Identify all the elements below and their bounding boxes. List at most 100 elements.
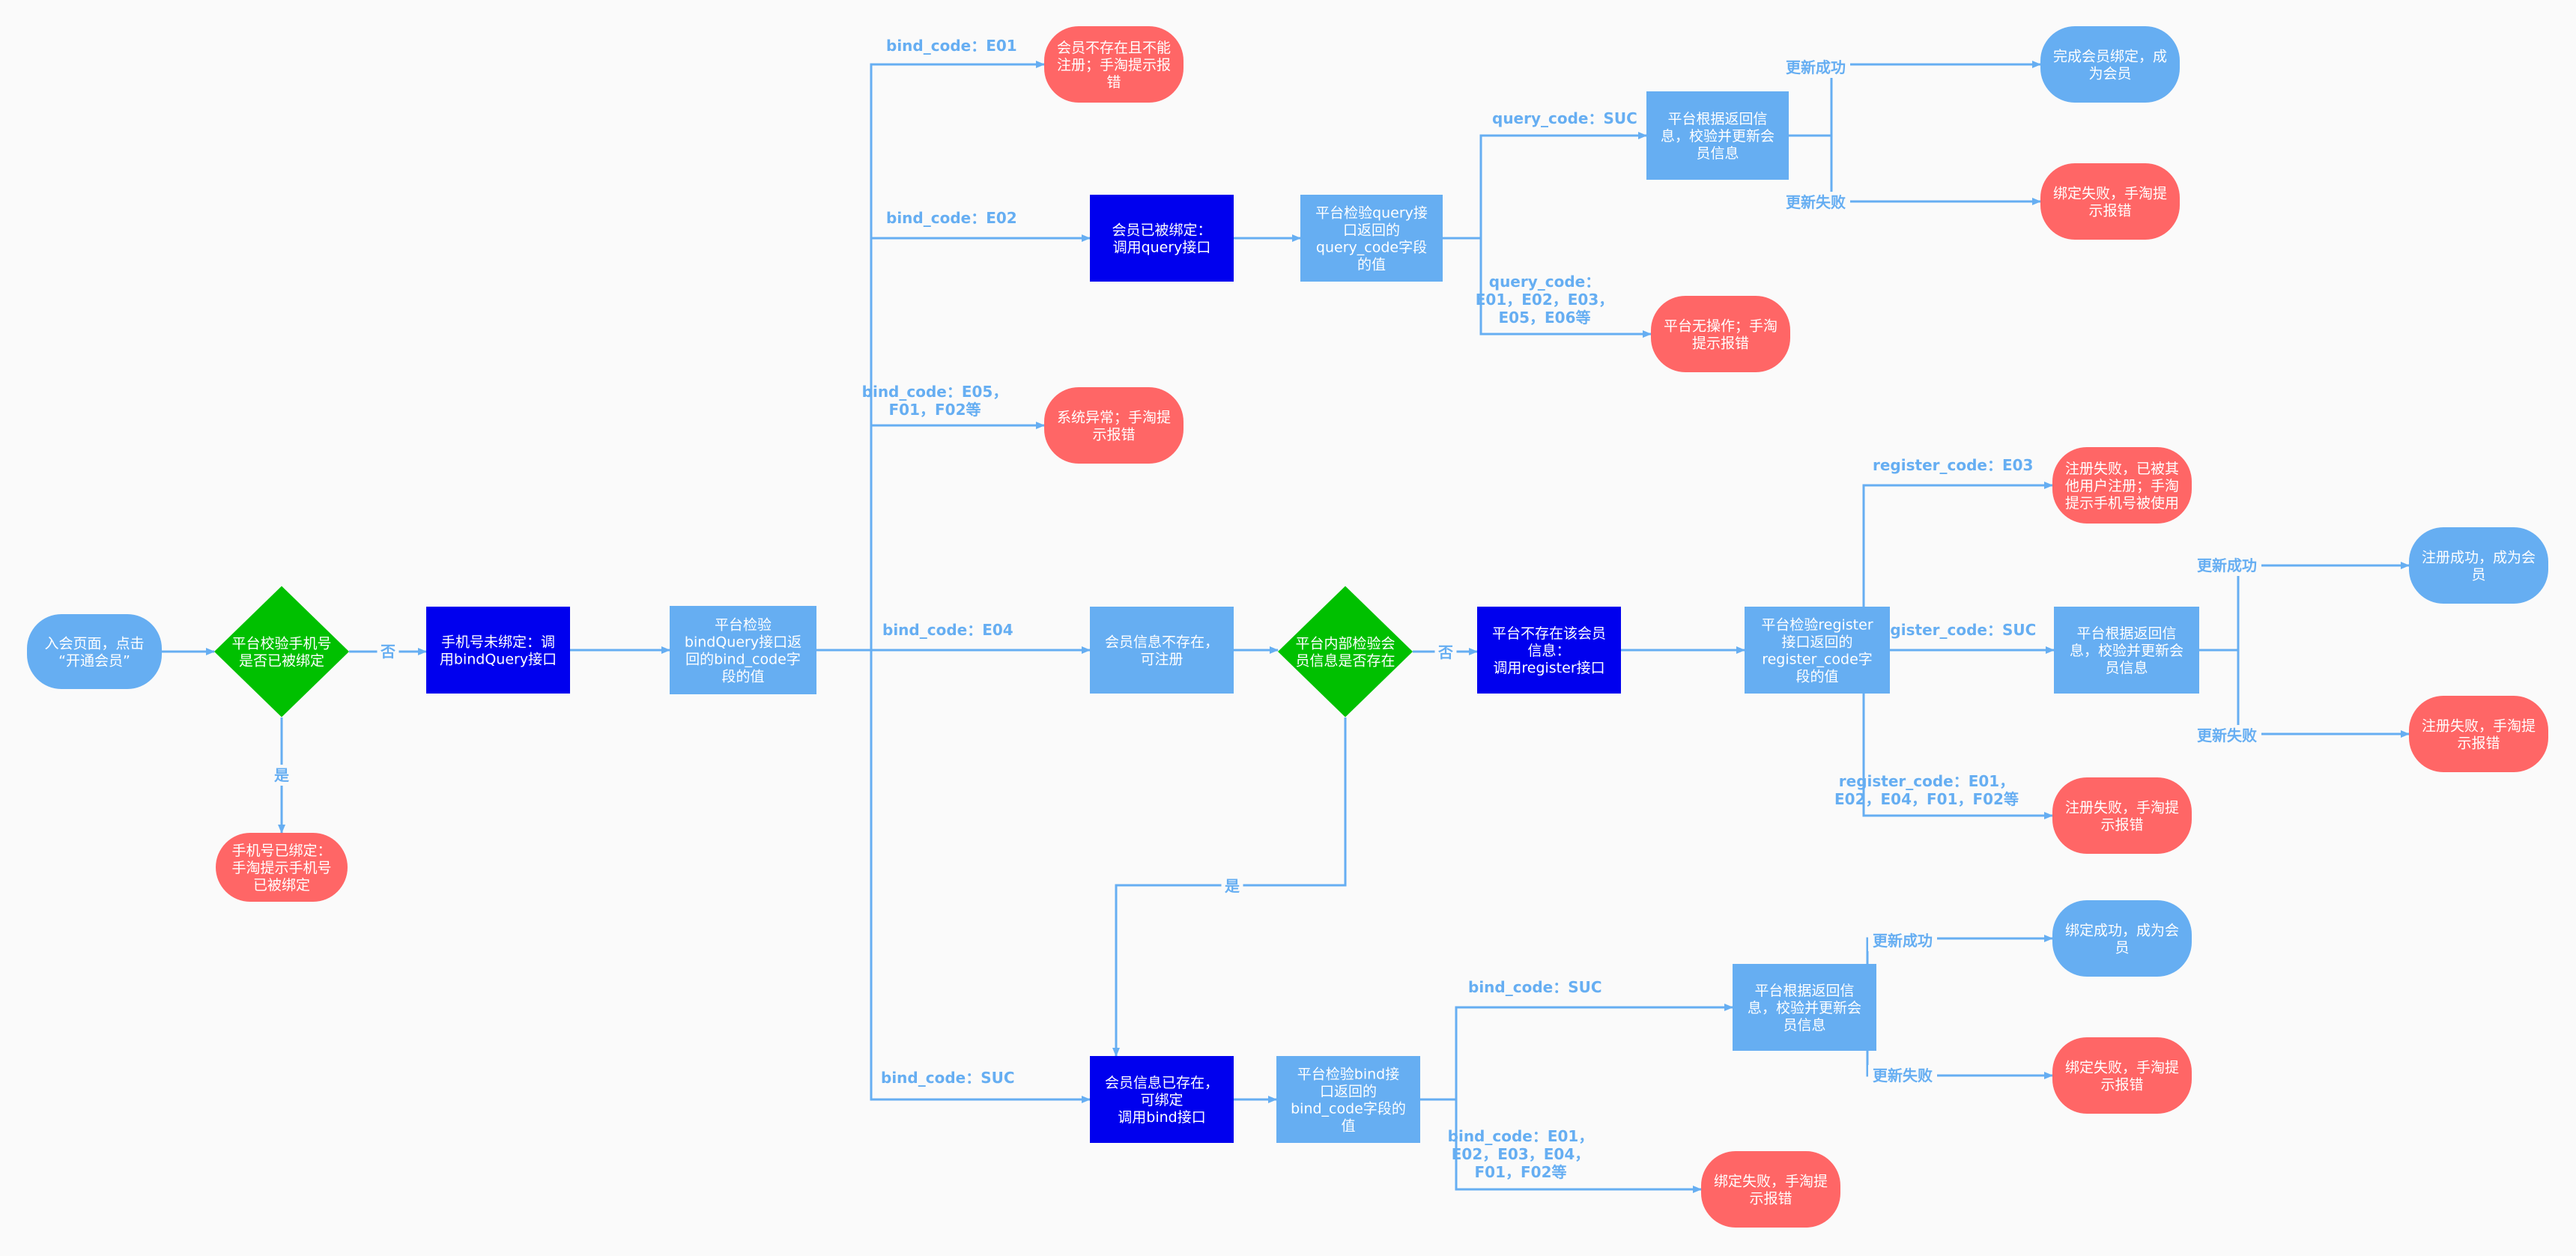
node-label-line: 为会员	[2088, 66, 2131, 82]
edge-label-text: query_code：E01，E02，E03，E05，E06等	[1476, 273, 1613, 327]
edge-label-dphone-yes: 是	[270, 765, 293, 786]
terminal-shape	[1651, 296, 1790, 372]
node-label-line: 注册失败，手淘提	[2065, 800, 2179, 816]
node-label-line: 注册成功，成为会	[2422, 550, 2536, 566]
node-label-line: 示报错	[2100, 817, 2143, 834]
edge-label-text: 更新成功	[2197, 556, 2257, 574]
terminal-shape	[216, 833, 348, 902]
edge-label-line: bind_code：E01，	[1448, 1127, 1594, 1145]
edge-label-text: 更新失败	[1786, 193, 1846, 211]
node-label-line: 员	[2471, 567, 2485, 583]
edge-label-line: 更新成功	[1873, 932, 1933, 950]
node-label: 绑定失败，手淘提示报错	[2053, 186, 2167, 219]
edge-label-line: bind_code：E04	[882, 621, 1013, 639]
edge-label-line: 是	[1224, 877, 1240, 895]
node-label: 会员信息已存在，可绑定调用bind接口	[1105, 1075, 1219, 1126]
node-label-line: 平台不存在该会员	[1492, 625, 1606, 642]
edge-label-text: 更新失败	[2197, 726, 2257, 744]
node-label-line: 息，校验并更新会	[2070, 643, 2183, 659]
edge-label-dm-no: 否	[1434, 642, 1457, 663]
edge-label-bc-err: bind_code：E01，E02，E03，E04，F01，F02等	[1448, 1127, 1594, 1181]
edge-label-line: E02，E03，E04，	[1452, 1145, 1589, 1163]
node-label-line: 平台检验register	[1761, 617, 1873, 634]
node-label: 手机号已绑定：手淘提示手机号已被绑定	[231, 843, 331, 894]
node-label: 平台根据返回信息，校验并更新会员信息	[2070, 625, 2183, 676]
edge-label-bu-fail: 更新失败	[1868, 1065, 1937, 1086]
edge-q-suc	[1443, 132, 1647, 240]
node-phone-unbound: 手机号未绑定：调用bindQuery接口	[426, 607, 570, 694]
edge-label-qu-fail: 更新失败	[1781, 192, 1850, 213]
node-label-line: 示报错	[1092, 427, 1135, 443]
edge-label-line: 是	[273, 766, 289, 784]
process-box	[1090, 1056, 1234, 1143]
node-start: 入会页面，点击“开通会员”	[27, 614, 162, 689]
process-box	[2054, 607, 2199, 694]
edge-label-line: F01，F02等	[889, 401, 981, 419]
node-label-line: 平台根据返回信	[1754, 983, 1854, 999]
edge-label-bg	[1868, 1065, 1937, 1086]
edge-label-bg	[1221, 876, 1243, 897]
edge-label-bq-e05: bind_code：E05，F01，F02等	[862, 383, 1008, 419]
edge-label-text: 更新成功	[1873, 932, 1933, 950]
edge-label-line: 更新失败	[2197, 726, 2257, 744]
node-label-line: 手机号已绑定：	[231, 843, 331, 859]
edge-label-bg	[377, 641, 399, 662]
node-label-line: 平台根据返回信	[2076, 625, 2176, 642]
edge-bq-e05	[816, 422, 1045, 652]
terminal-shape	[2052, 447, 2192, 524]
edge-label-ru-ok: 更新成功	[2192, 555, 2261, 576]
edge-label-text: register_code：E03	[1873, 456, 2033, 474]
node-label-line: 员信息	[1783, 1017, 1825, 1034]
edge-label-text: bind_code：E05，F01，F02等	[862, 383, 1008, 419]
terminal-shape	[27, 614, 162, 689]
decision-diamond	[214, 586, 349, 718]
node-label-line: 调用register接口	[1493, 660, 1604, 676]
edge-label-line: query_code：	[1489, 273, 1601, 291]
node-label-line: 段的值	[1795, 669, 1838, 685]
node-label-line: 提示手机号被使用	[2065, 495, 2179, 512]
edge-label-line: register_code：E01，	[1839, 772, 2014, 790]
process-box	[1090, 607, 1234, 694]
node-label-line: 平台根据返回信	[1667, 111, 1767, 127]
edge-label-text: 是	[273, 766, 289, 784]
edge-label-dphone-no: 否	[377, 641, 399, 662]
node-label-line: 注册失败，已被其	[2065, 461, 2179, 477]
edge-label-line: E05，E06等	[1499, 309, 1591, 327]
node-label-line: 员	[2115, 940, 2129, 956]
node-label-line: 可绑定	[1140, 1092, 1183, 1108]
edge-label-line: bind_code：SUC	[881, 1069, 1015, 1087]
edge-label-text: query_code：SUC	[1492, 109, 1637, 127]
process-box	[1276, 1056, 1420, 1143]
edge-label-bg	[2192, 725, 2261, 746]
edge-label-bg	[1434, 642, 1457, 663]
terminal-shape	[2052, 777, 2192, 854]
edge-label-bq-e02: bind_code：E02	[886, 209, 1017, 227]
edge-label-bq-suc: bind_code：SUC	[881, 1069, 1015, 1087]
edge-label-text: bind_code：E04	[882, 621, 1013, 639]
node-label-line: 是否已被绑定	[239, 653, 324, 670]
edge-label-text: bind_code：E01	[886, 37, 1017, 55]
node-label-line: 错	[1106, 74, 1121, 91]
node-label-line: 平台无操作；手淘	[1664, 318, 1778, 335]
process-box	[1300, 195, 1443, 282]
edge-label-line: F01，F02等	[1475, 1163, 1567, 1181]
node-label: 会员不存在且不能注册；手淘提示报错	[1057, 40, 1171, 91]
node-label-line: 会员不存在且不能	[1057, 40, 1171, 56]
edge-label-line: 更新失败	[1786, 193, 1846, 211]
node-reg-success: 注册成功，成为会员	[2409, 527, 2548, 604]
node-label-line: 示报错	[2457, 735, 2500, 752]
node-label-line: 会员已被绑定：	[1112, 222, 1211, 239]
node-reg-call: 平台不存在该会员信息：调用register接口	[1477, 607, 1621, 694]
edge-label-ru-fail: 更新失败	[2192, 725, 2261, 746]
node-label: 平台不存在该会员信息：调用register接口	[1492, 625, 1606, 676]
edge-label-text: bind_code：E01，E02，E03，E04，F01，F02等	[1448, 1127, 1594, 1181]
process-box	[1745, 607, 1890, 694]
node-label-line: 系统异常；手淘提	[1057, 410, 1171, 426]
edge-label-qu-ok: 更新成功	[1781, 57, 1850, 78]
edge-label-bq-e04: bind_code：E04	[882, 621, 1013, 639]
